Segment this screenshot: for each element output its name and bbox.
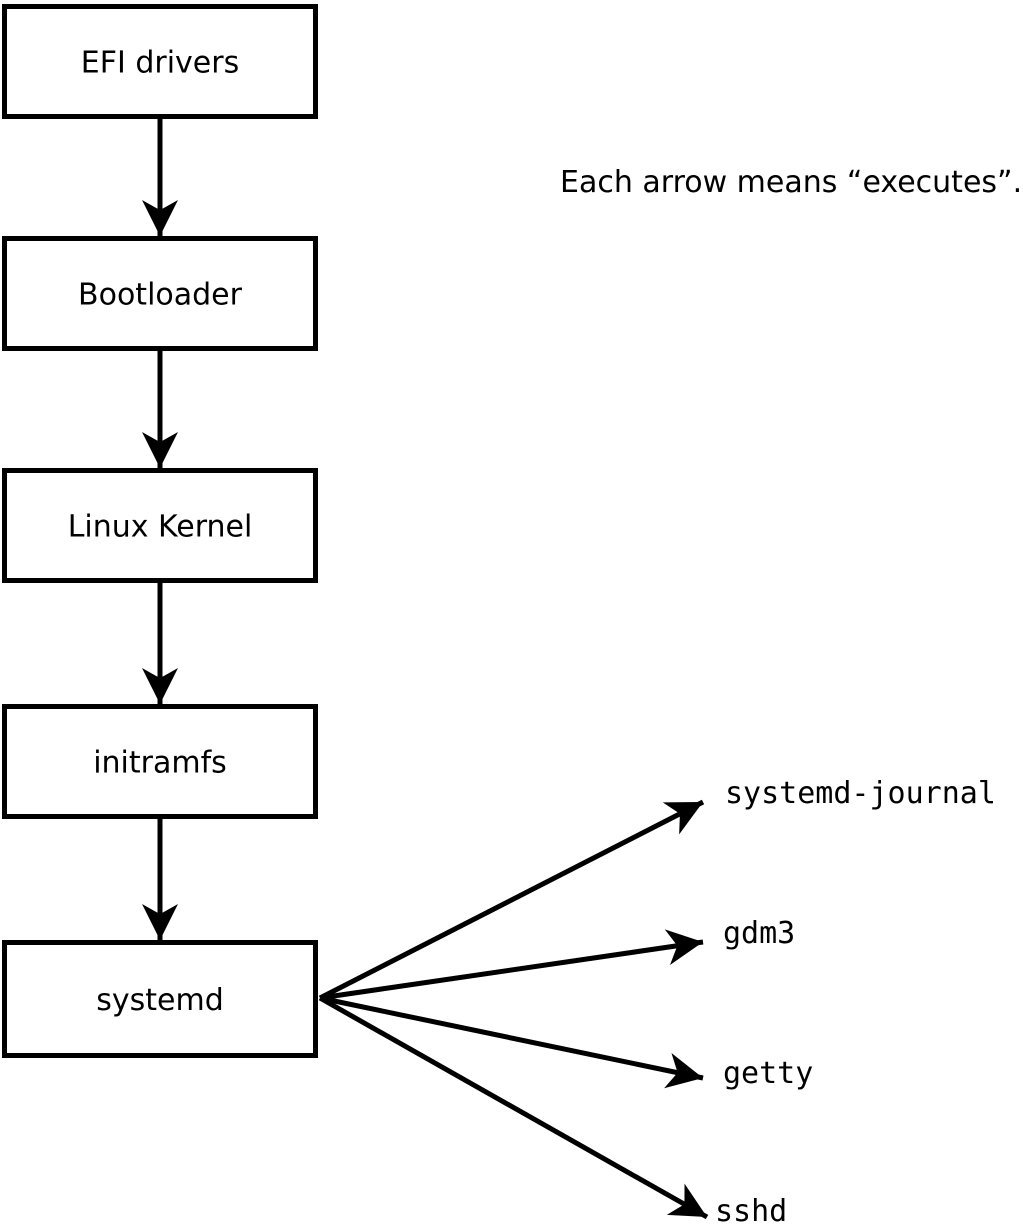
label-getty: getty xyxy=(723,1056,813,1091)
node-label-efi-drivers: EFI drivers xyxy=(81,46,239,81)
label-sshd: sshd xyxy=(715,1194,787,1229)
node-initramfs: initramfs xyxy=(2,704,318,819)
node-systemd: systemd xyxy=(2,940,318,1058)
edge-systemd-to-gdm3-arrow xyxy=(319,929,704,1001)
node-bootloader: Bootloader xyxy=(2,236,318,351)
edge-systemd-to-sshd-arrow xyxy=(318,995,709,1220)
edge-systemd-to-getty-arrow xyxy=(319,995,704,1089)
node-box-systemd xyxy=(2,940,318,1058)
edge-systemd-to-systemd-journal-arrow xyxy=(318,799,705,1001)
arrow-meaning-note: Each arrow means “executes”. xyxy=(560,165,1022,200)
node-box-bootloader xyxy=(2,236,318,351)
node-box-initramfs xyxy=(2,704,318,819)
node-linux-kernel: Linux Kernel xyxy=(2,468,318,583)
node-label-systemd: systemd xyxy=(96,983,224,1018)
node-box-efi-drivers xyxy=(2,4,318,119)
node-box-linux-kernel xyxy=(2,468,318,583)
label-systemd-journal: systemd-journal xyxy=(725,776,996,811)
node-label-initramfs: initramfs xyxy=(93,746,227,781)
label-gdm3: gdm3 xyxy=(723,916,795,951)
node-efi-drivers: EFI drivers xyxy=(2,4,318,119)
node-label-linux-kernel: Linux Kernel xyxy=(68,510,253,545)
node-label-bootloader: Bootloader xyxy=(78,278,243,313)
